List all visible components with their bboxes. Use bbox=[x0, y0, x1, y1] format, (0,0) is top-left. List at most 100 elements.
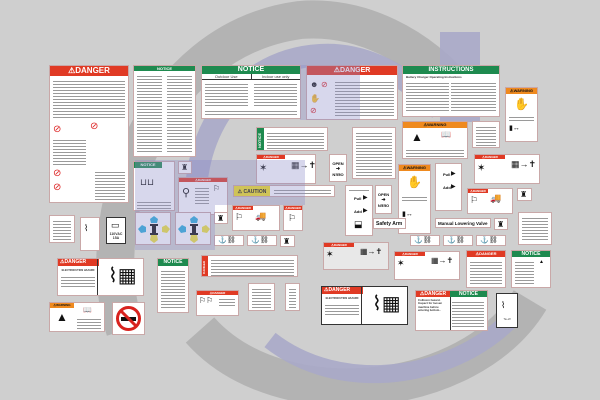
decal-text-right bbox=[518, 212, 552, 245]
warning-header: ⚠WARNING bbox=[50, 303, 74, 308]
person-lift-icon: ♜ bbox=[520, 190, 528, 199]
decal-warning-crush: ⚠WARNING ✋ ▮↔ bbox=[505, 87, 538, 142]
alert-triangle-icon: ▲ bbox=[56, 310, 68, 324]
lift-icon: ⚐ bbox=[470, 195, 479, 205]
fall-figure-icon: ✶ bbox=[259, 163, 268, 174]
danger-header: ⚠DANGER bbox=[233, 206, 253, 210]
instructions-header: INSTRUCTIONS bbox=[403, 66, 499, 74]
tie-down-icon: ⚓⛓ bbox=[480, 237, 498, 244]
scissor-lift-powerline-icon: ⌇▦ bbox=[372, 293, 401, 315]
respirator-icon: ☻ bbox=[310, 80, 319, 89]
battery-icon: ▭ bbox=[111, 220, 120, 230]
notice-header: NOTICE bbox=[134, 66, 195, 71]
glove-icon: ✋ bbox=[310, 94, 320, 103]
danger-header: ⚠DANGER bbox=[179, 178, 227, 182]
decal-notice-right: NOTICE ▲ bbox=[511, 250, 551, 288]
decal-text-mid-2 bbox=[285, 283, 300, 311]
pothole-icon: ⚲ bbox=[182, 187, 191, 199]
decal-manual-lowering: Manual Lowering Valve bbox=[435, 218, 491, 228]
decal-danger-collision: ⚠DANGER ⚐⚐ bbox=[196, 290, 239, 316]
lift-icon: ⚐ bbox=[288, 213, 297, 223]
scissor-lift-icon: ▦→✝ bbox=[511, 159, 537, 169]
lift-tilt-icon: ⚐⚐ bbox=[199, 296, 214, 305]
notice-header: NOTICE bbox=[202, 66, 300, 74]
battery-fluid-icon: ⬓ bbox=[354, 219, 363, 229]
manual-book-icon: 📖 bbox=[441, 130, 451, 139]
decal-tie-off: ⌇ bbox=[80, 217, 100, 251]
decal-danger-wide: DANGER bbox=[201, 255, 298, 277]
danger-header: ⚠DANGER bbox=[307, 66, 397, 75]
pull-label: Pull bbox=[354, 196, 362, 201]
decal-notice-operating: NOTICE bbox=[133, 65, 196, 157]
notice-header: NOTICE bbox=[158, 259, 188, 266]
manual-book-icon: 📖 bbox=[83, 307, 92, 314]
arrow-right-icon: ▶ bbox=[363, 208, 368, 214]
danger-header: ⚠DANGER bbox=[257, 155, 285, 159]
decal-spec-table bbox=[352, 127, 396, 179]
decal-battery: ▭ 110VAC 15A bbox=[106, 217, 126, 244]
keep-clear-icon: ▮↔ bbox=[509, 125, 520, 132]
decal-danger-ppe: ⚠DANGER ☻ ⊘ ✋ ⊘ bbox=[306, 65, 398, 120]
decal-warning-bottom: ⚠WARNING ▲ 📖 bbox=[49, 302, 105, 332]
decal-danger-right: ⚠DANGER bbox=[466, 250, 506, 288]
truck-icon: 🚚 bbox=[255, 211, 267, 221]
manual-lowering-label: Manual Lowering Valve bbox=[438, 221, 488, 226]
prohibited-icon: ⊘ bbox=[321, 80, 328, 89]
arrow-right-icon: ▶ bbox=[451, 184, 456, 190]
add-label: Add bbox=[354, 209, 362, 214]
prohibited-icon: ⊘ bbox=[310, 106, 317, 115]
danger-header: ⚠DANGER bbox=[467, 251, 505, 257]
person-lift-icon: ♜ bbox=[181, 163, 189, 172]
lift-icon: ⚐ bbox=[213, 184, 221, 193]
decal-tiedown-1: ⚓⛓ bbox=[214, 235, 244, 246]
notice-header: NOTICE bbox=[257, 128, 264, 150]
decal-open-2: OPEN ➜ NƎƎO bbox=[375, 185, 392, 214]
caution-header: ⚠ CAUTION bbox=[234, 186, 270, 196]
decal-danger-pothole: ⚠DANGER ⚲ ⚐ bbox=[178, 177, 228, 215]
truck-icon: 🚚 bbox=[490, 193, 502, 203]
decal-tie-off-right: ⌇ Tie-off bbox=[496, 293, 518, 328]
decal-caution: ⚠ CAUTION bbox=[233, 185, 335, 197]
arrow-right-icon: ▶ bbox=[451, 171, 456, 177]
scissor-lift-powerline-icon: ⌇▦ bbox=[108, 265, 137, 287]
hand-crush-icon: ✋ bbox=[514, 97, 529, 111]
notice-header: NOTICE bbox=[134, 162, 162, 168]
danger-header: ⚠DANGER bbox=[324, 243, 354, 247]
decal-tiedown-4: ⚓⛓ bbox=[443, 235, 473, 246]
decal-tiedown-2: ⚓⛓ bbox=[247, 235, 277, 246]
decal-notice-use: NOTICE Outdoor Use Indoor use only bbox=[201, 65, 301, 119]
decal-notice-mid: NOTICE bbox=[157, 258, 189, 313]
tie-off-icon: ⌇ bbox=[84, 223, 89, 233]
decal-open-1: OPEN ➜ NƎƎO bbox=[329, 154, 347, 182]
arrow-right-icon: ➜ bbox=[381, 197, 386, 203]
arrow-right-icon: ➜ bbox=[335, 166, 341, 172]
tie-down-icon: ⚓⛓ bbox=[218, 237, 236, 244]
collision-warning-text: Collision hazard. Inspect for loosen mac… bbox=[418, 298, 443, 312]
decal-pull-add: Pull ▶ Add ▶ ⬓ bbox=[345, 185, 373, 236]
tray-diagram-icon: ⊔⊔ bbox=[140, 177, 155, 187]
decal-direction-1 bbox=[135, 212, 171, 245]
danger-header: ⚠DANGER bbox=[468, 189, 488, 193]
prohibited-icon: ⊘ bbox=[53, 182, 62, 193]
tie-off-icon: ⌇ bbox=[501, 300, 506, 310]
alert-triangle-icon: ▲ bbox=[411, 130, 423, 144]
decal-danger-lift-small: ⚠DANGER ⚐ 🚚 bbox=[232, 205, 280, 231]
decal-direction-2 bbox=[175, 212, 211, 245]
danger-header: ⚠DANGER bbox=[58, 259, 99, 266]
notice-header: NOTICE bbox=[512, 251, 550, 257]
safety-arm-label: Safety Arm bbox=[376, 221, 403, 227]
alert-triangle-icon: ▲ bbox=[539, 259, 544, 265]
fall-figure-icon: ✶ bbox=[397, 258, 405, 268]
decal-notice-vertical: NOTICE bbox=[256, 127, 328, 151]
decal-instructions: INSTRUCTIONS Battery Charger Operating I… bbox=[402, 65, 500, 117]
danger-header: ⚠DANGER bbox=[50, 66, 128, 76]
decal-text-left bbox=[49, 215, 75, 243]
decal-danger-electrocution-2: ⚠DANGER ELECTROCUTION HAZARD ⌇▦ bbox=[321, 286, 408, 325]
danger-header: DANGER bbox=[202, 256, 208, 276]
decal-lift-pictogram-3: ♜ bbox=[214, 212, 228, 224]
warning-header: ⚠WARNING bbox=[506, 88, 537, 94]
direction-arrows-icon bbox=[178, 216, 210, 243]
decal-text-mid-1 bbox=[248, 283, 275, 311]
warning-header: ⚠WARNING bbox=[403, 122, 467, 128]
decal-lift-pictogram-4: ♜ bbox=[280, 235, 295, 247]
